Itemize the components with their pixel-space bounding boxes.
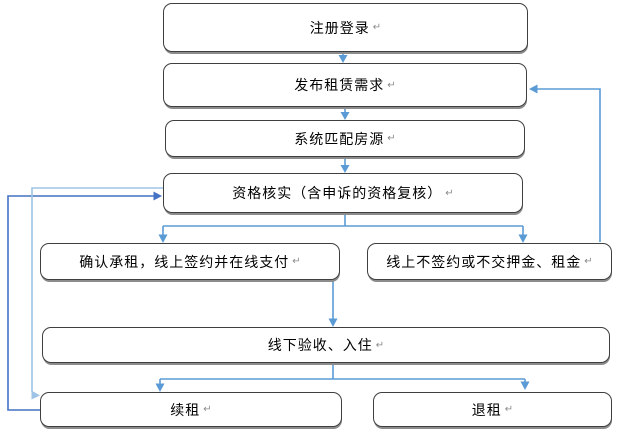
flow-node-register: 注册登录↵: [163, 3, 528, 52]
flow-node-check-in-label: 线下验收、入住: [267, 337, 373, 353]
paragraph-mark: ↵: [372, 22, 382, 33]
flow-node-publish: 发布租赁需求↵: [163, 63, 527, 107]
edge-renew-verify: [7, 191, 162, 411]
flow-node-confirm-label: 确认承租，线上签约并在线支付: [79, 253, 290, 270]
paragraph-mark: ↵: [292, 256, 301, 267]
flow-node-terminate: 退租↵: [373, 392, 612, 427]
paragraph-mark: ↵: [504, 404, 514, 415]
flow-node-verify-label: 资格核实（含申诉的资格复核）: [232, 185, 443, 201]
paragraph-mark: ↵: [375, 339, 385, 351]
edge-publish-match: [340, 107, 350, 120]
flow-node-no-sign: 线上不签约或不交押金、租金↵: [367, 243, 612, 280]
paragraph-mark: ↵: [445, 187, 454, 199]
flow-node-confirm: 确认承租，线上签约并在线支付↵: [40, 243, 340, 280]
edge-confirm-checkin: [328, 280, 338, 327]
flow-node-verify: 资格核实（含申诉的资格复核）↵: [163, 173, 523, 213]
edge-match-verify: [340, 157, 350, 173]
flow-node-register-label: 注册登录: [309, 19, 370, 36]
paragraph-mark: ↵: [387, 133, 396, 144]
edge-register-publish: [338, 52, 348, 63]
flow-node-match-label: 系统匹配房源: [294, 130, 385, 147]
flow-node-check-in: 线下验收、入住↵: [42, 327, 610, 363]
flow-node-publish-label: 发布租赁需求: [294, 77, 385, 93]
edge-verify-renew: [31, 187, 163, 400]
paragraph-mark: ↵: [387, 79, 396, 91]
edge-verify-branch: [158, 213, 528, 243]
flow-node-renew: 续租↵: [40, 392, 342, 427]
flow-node-renew-label: 续租: [170, 401, 201, 418]
edge-checkin-branch: [155, 363, 530, 392]
flow-node-match: 系统匹配房源↵: [165, 120, 525, 157]
paragraph-mark: ↵: [584, 256, 593, 267]
flow-node-terminate-label: 退租: [471, 401, 502, 418]
paragraph-mark: ↵: [203, 404, 212, 415]
edge-nosign-publish: [529, 84, 601, 242]
flow-node-no-sign-label: 线上不签约或不交押金、租金: [386, 253, 582, 270]
